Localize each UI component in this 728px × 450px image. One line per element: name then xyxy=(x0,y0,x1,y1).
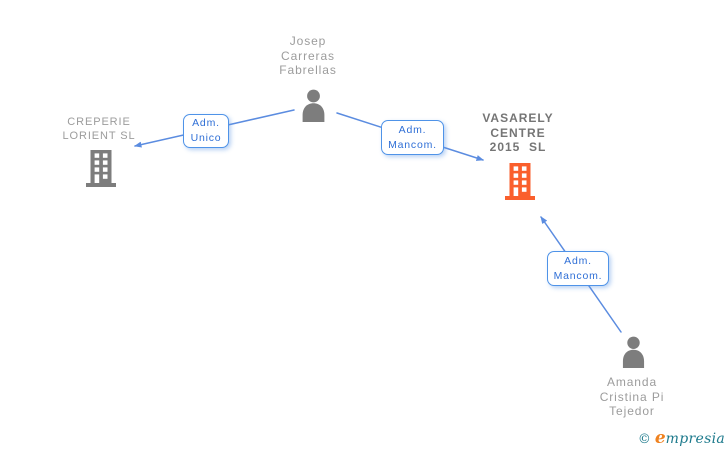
building-icon[interactable] xyxy=(84,150,118,187)
person-icon[interactable] xyxy=(297,89,330,122)
brand-name: mpresia xyxy=(665,431,725,447)
node-label-company-left[interactable]: CREPERIE LORIENT SL xyxy=(62,116,136,142)
brand-initial: e xyxy=(654,428,666,448)
person-icon[interactable] xyxy=(617,336,650,368)
edge-label-adm-unico: Adm. Unico xyxy=(183,114,229,148)
node-label-company-main[interactable]: VASARELY CENTRE 2015 SL xyxy=(482,111,554,154)
building-highlight-icon[interactable] xyxy=(503,163,537,200)
copyright-icon: © xyxy=(637,432,651,447)
empresia-watermark[interactable]: ©empresia xyxy=(638,428,725,448)
edge-label-adm-mancom-top: Adm. Mancom. xyxy=(381,120,444,155)
node-label-person-bottom[interactable]: Amanda Cristina Pi Tejedor xyxy=(599,375,665,418)
node-label-person-top[interactable]: Josep Carreras Fabrellas xyxy=(279,34,337,77)
edge-label-adm-mancom-bottom: Adm. Mancom. xyxy=(547,251,609,286)
